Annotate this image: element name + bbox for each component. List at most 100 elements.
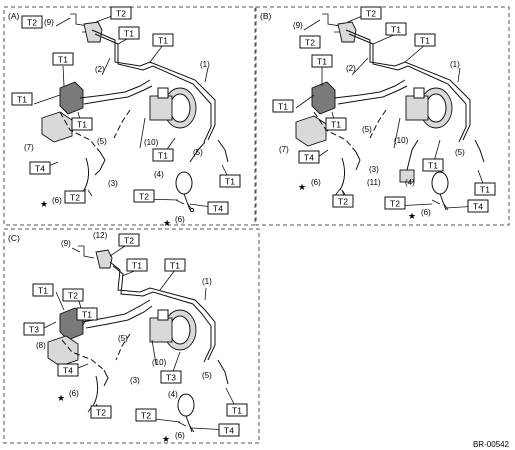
svg-text:★: ★ — [298, 182, 306, 192]
torque-callout-t2: T2 — [332, 194, 354, 208]
torque-callout-t4: T4 — [298, 150, 320, 164]
torque-callout-t1: T1 — [226, 403, 248, 417]
torque-callout-text: T1 — [232, 406, 242, 416]
torque-callout-text: T2 — [366, 9, 376, 19]
torque-callout-text: T1 — [331, 120, 341, 130]
torque-callout-t1: T1 — [152, 33, 174, 47]
svg-text:★: ★ — [408, 211, 416, 221]
torque-callout-text: T1 — [420, 36, 430, 46]
torque-callout-text: T4 — [304, 153, 314, 163]
torque-callout-t1: T1 — [71, 117, 93, 131]
panel-c-drawing: ★ ★ — [41, 243, 238, 444]
part-number-label: (3) — [108, 179, 118, 188]
part-number-label: (6) — [175, 215, 185, 224]
torque-callout-text: T2 — [141, 411, 151, 421]
torque-callout-text: T4 — [35, 164, 45, 174]
part-number-label: (5) — [455, 148, 465, 157]
torque-callout-text: T2 — [116, 9, 126, 19]
torque-callout-t4: T4 — [467, 199, 489, 213]
torque-callout-text: T1 — [58, 55, 68, 65]
torque-callout-t1: T1 — [385, 22, 407, 36]
torque-callout-text: T1 — [480, 185, 490, 195]
part-number-label: (3) — [130, 376, 140, 385]
part-number-label: (6) — [69, 389, 79, 398]
torque-callout-t2: T2 — [110, 6, 132, 20]
torque-callout-text: T1 — [82, 310, 92, 320]
torque-callout-text: T2 — [96, 408, 106, 418]
torque-callout-text: T1 — [278, 102, 288, 112]
part-number-label: (11) — [367, 178, 381, 187]
torque-callout-text: T1 — [158, 36, 168, 46]
torque-callout-t2: T2 — [135, 408, 157, 422]
torque-callout-t1: T1 — [126, 258, 148, 272]
torque-callout-t2: T2 — [360, 6, 382, 20]
part-number-label: (4) — [154, 170, 164, 179]
torque-callout-t1: T1 — [32, 283, 54, 297]
part-number-label: (7) — [279, 145, 289, 154]
torque-callout-text: T3 — [166, 373, 176, 383]
torque-callout-t2: T2 — [64, 190, 86, 204]
part-number-label: (2) — [95, 65, 105, 74]
torque-callout-text: T2 — [27, 18, 37, 28]
torque-callout-t1: T1 — [164, 258, 186, 272]
torque-callout-t2: T2 — [133, 189, 155, 203]
torque-callout-t2: T2 — [299, 35, 321, 49]
torque-callout-text: T1 — [317, 57, 327, 67]
torque-callout-t2: T2 — [90, 405, 112, 419]
torque-callout-t3: T3 — [23, 322, 45, 336]
svg-text:★: ★ — [163, 218, 171, 228]
panel-label-c: (C) — [8, 233, 20, 243]
torque-callout-t1: T1 — [11, 92, 33, 106]
torque-callout-t4: T4 — [29, 161, 51, 175]
torque-callout-text: T1 — [38, 286, 48, 296]
part-number-label: (4) — [168, 390, 178, 399]
torque-callout-t4: T4 — [218, 423, 240, 437]
torque-callout-text: T1 — [17, 95, 27, 105]
torque-callout-t2: T2 — [118, 233, 140, 247]
torque-callout-t4: T4 — [57, 363, 79, 377]
torque-callout-text: T3 — [29, 325, 39, 335]
panel-b-drawing: ★ ★ — [295, 13, 486, 221]
torque-callout-text: T2 — [68, 291, 78, 301]
torque-callout-t2: T2 — [384, 196, 406, 210]
part-number-label: (9) — [61, 239, 71, 248]
torque-callout-t1: T1 — [219, 174, 241, 188]
svg-text:★: ★ — [57, 393, 65, 403]
part-number-label: (12) — [93, 231, 108, 240]
part-number-label: (8) — [36, 341, 46, 350]
part-number-label: (5) — [97, 137, 107, 146]
torque-callout-text: T4 — [63, 366, 73, 376]
torque-callout-text: T2 — [124, 236, 134, 246]
torque-callout-t1: T1 — [272, 99, 294, 113]
panel-label-a: (A) — [8, 11, 20, 21]
panel-frame-c — [3, 228, 260, 444]
part-number-label: (6) — [421, 208, 431, 217]
torque-callout-t1: T1 — [414, 33, 436, 47]
torque-callout-t1: T1 — [52, 52, 74, 66]
part-number-label: (9) — [44, 18, 54, 27]
part-number-label: (5) — [193, 148, 203, 157]
torque-callout-text: T2 — [338, 197, 348, 207]
part-number-label: (6) — [175, 431, 185, 440]
torque-callout-t4: T4 — [207, 201, 229, 215]
torque-callout-text: T4 — [473, 202, 483, 212]
part-number-label: (5) — [118, 334, 128, 343]
panel-frame-a — [3, 6, 256, 226]
svg-text:★: ★ — [40, 199, 48, 209]
figure-id: BR-00542 — [473, 440, 510, 449]
part-number-label: (10) — [152, 358, 167, 367]
torque-callout-t1: T1 — [325, 117, 347, 131]
part-number-label: (3) — [369, 165, 379, 174]
torque-callout-t2: T2 — [21, 15, 43, 29]
part-number-label: (10) — [394, 136, 409, 145]
part-number-label: (5) — [362, 125, 372, 134]
part-number-label: (6) — [311, 178, 321, 187]
torque-callout-text: T2 — [390, 199, 400, 209]
torque-callout-text: T4 — [224, 426, 234, 436]
panel-label-b: (B) — [260, 11, 272, 21]
part-number-label: (2) — [346, 64, 356, 73]
torque-callout-text: T1 — [225, 177, 235, 187]
torque-callout-text: T1 — [428, 161, 438, 171]
torque-callout-text: T2 — [305, 38, 315, 48]
